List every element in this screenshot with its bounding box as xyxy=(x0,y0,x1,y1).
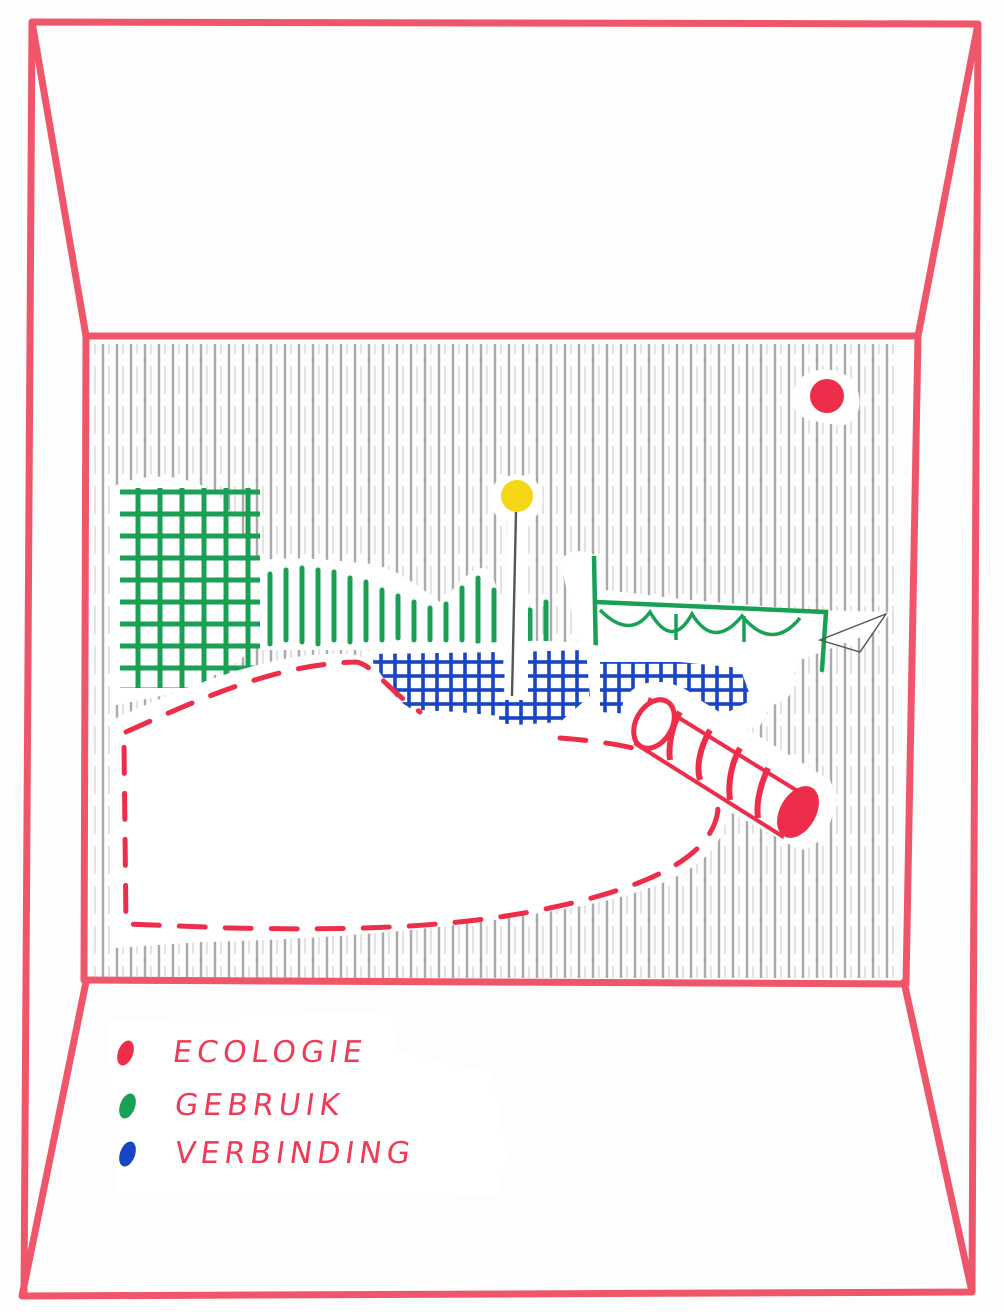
legend-item-verbinding: VERBINDING xyxy=(120,1136,415,1171)
legend-label: GEBRUIK xyxy=(173,1088,347,1123)
legend-label: ECOLOGIE xyxy=(171,1035,370,1070)
legend-item-gebruik: GEBRUIK xyxy=(120,1088,344,1123)
legend-item-ecologie: ECOLOGIE xyxy=(118,1035,367,1070)
gebruik-dot-icon xyxy=(116,1091,139,1121)
legend-label: VERBINDING xyxy=(173,1136,418,1171)
ecologie-dot-icon xyxy=(114,1038,137,1068)
verbinding-dot-icon xyxy=(116,1139,139,1169)
